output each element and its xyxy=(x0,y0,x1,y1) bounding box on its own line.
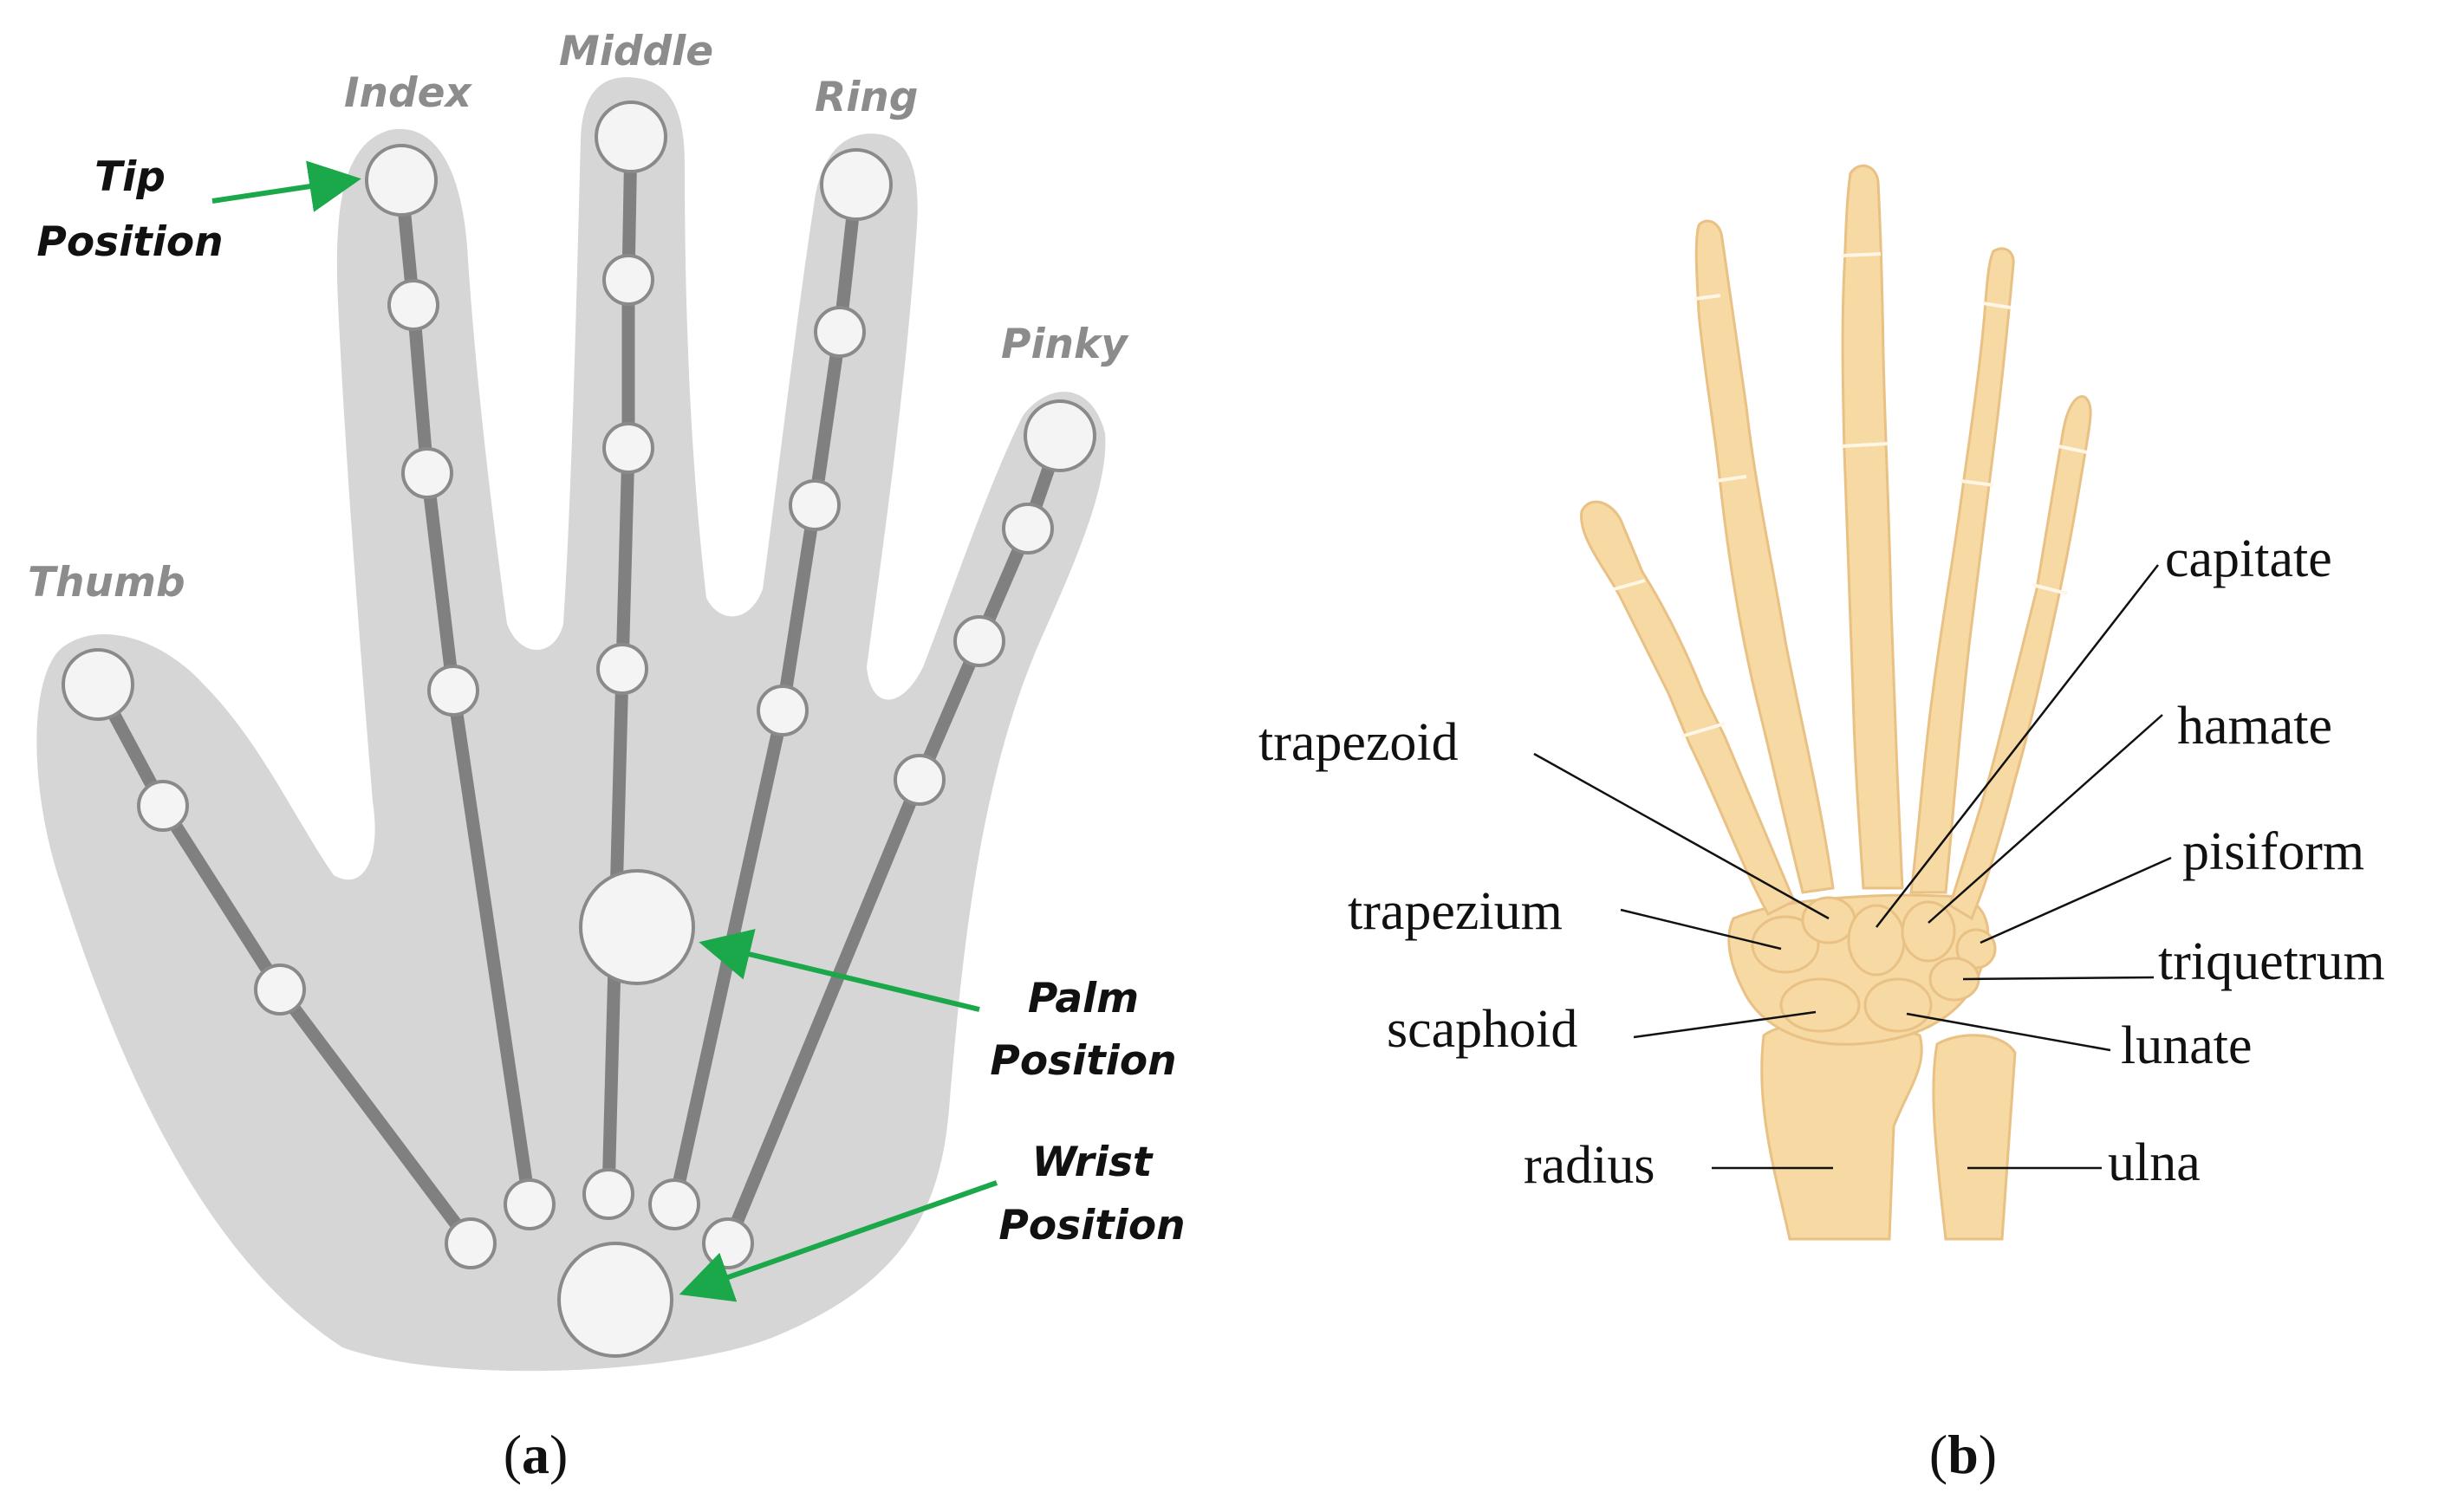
index-joint xyxy=(387,279,439,331)
lunate-label: lunate xyxy=(2121,1016,2253,1075)
hand-silhouette xyxy=(36,77,1106,1372)
radius-bone xyxy=(1760,1019,1923,1241)
hand-skeleton xyxy=(1580,164,2092,1241)
capitate-label: capitate xyxy=(2165,529,2332,588)
hamate-leader xyxy=(1928,714,2163,924)
finger-label-thumb: Thumb xyxy=(28,559,185,607)
thumb-bones xyxy=(91,678,478,1250)
index-tip-joint xyxy=(365,144,438,217)
thumb-joint xyxy=(445,1217,497,1269)
triquetrum-label: triquetrum xyxy=(2158,932,2385,991)
trapezium-bone xyxy=(1751,915,1820,974)
ring-joint xyxy=(648,1178,700,1230)
joints xyxy=(62,101,1096,1358)
palm-position-arrow xyxy=(699,929,980,1012)
thumb-joint xyxy=(254,964,306,1016)
tip-position-label: Position xyxy=(36,218,223,266)
leader-lines xyxy=(1533,564,2172,1170)
tip-position-arrow xyxy=(211,160,361,212)
panel-b-caption: (b) xyxy=(1929,1424,1997,1485)
trapezoid-leader xyxy=(1533,752,1830,920)
radius-label: radius xyxy=(1524,1136,1655,1195)
finger-label-pinky: Pinky xyxy=(1001,321,1129,368)
wrist-position-arrow xyxy=(679,1180,998,1302)
trapezoid-label: trapezoid xyxy=(1258,713,1459,772)
bone-labels: capitate hamate trapezoid pisiform trape… xyxy=(1258,529,2385,1195)
thumb-bones xyxy=(1580,500,1796,916)
trapezoid-bone xyxy=(1801,896,1856,944)
pisiform-leader xyxy=(1980,856,2172,944)
hamate-bone xyxy=(1901,900,1956,963)
palm-position-label: Palm xyxy=(1028,975,1139,1022)
lunate-leader xyxy=(1906,1012,2111,1052)
scaphoid-leader xyxy=(1633,1010,1817,1039)
middle-joint xyxy=(596,643,648,695)
pinky-tip-joint xyxy=(1024,399,1096,472)
ulna-bone xyxy=(1932,1034,2017,1241)
pinky-joint xyxy=(953,615,1005,667)
panel-a-caption: (a) xyxy=(504,1424,569,1485)
scaphoid-label: scaphoid xyxy=(1387,1000,1577,1059)
panel-a: Thumb Index Middle Ring Pinky Tip Positi… xyxy=(28,28,1186,1485)
wrist-position-label: Wrist xyxy=(1032,1139,1154,1186)
ulna-label: ulna xyxy=(2108,1133,2201,1192)
index-joint xyxy=(427,665,479,717)
index-joint xyxy=(504,1178,556,1230)
index-joint xyxy=(401,447,453,499)
callouts: Tip Position Palm Position Wrist Positio… xyxy=(36,153,1186,1302)
palm-position-label: Position xyxy=(990,1037,1176,1085)
joint-gaps xyxy=(1613,252,2088,738)
ring-joint xyxy=(789,479,841,531)
pisiform-label: pisiform xyxy=(2182,822,2364,881)
pinky-finger-bones xyxy=(1948,395,2092,921)
ring-joint xyxy=(814,306,866,358)
palm-position-joint xyxy=(579,869,695,985)
ring-tip-joint xyxy=(820,148,893,221)
finger-labels: Thumb Index Middle Ring Pinky xyxy=(28,28,1129,607)
middle-joint xyxy=(602,254,654,306)
trapezium-leader xyxy=(1620,908,1782,951)
finger-label-ring: Ring xyxy=(815,74,918,121)
middle-joint xyxy=(602,422,654,474)
tip-position-label: Tip xyxy=(94,153,166,201)
index-finger-bones xyxy=(1694,219,1835,894)
pinky-joint xyxy=(1002,503,1054,555)
thumb-tip-joint xyxy=(62,648,134,721)
ring-joint xyxy=(757,685,809,737)
middle-tip-joint xyxy=(595,101,667,173)
finger-label-index: Index xyxy=(344,69,472,117)
triquetrum-leader xyxy=(1962,976,2155,981)
finger-label-middle: Middle xyxy=(559,28,713,75)
ring-finger-bones xyxy=(1909,247,2015,894)
thumb-joint xyxy=(137,780,189,832)
hamate-label: hamate xyxy=(2177,697,2332,756)
middle-joint xyxy=(582,1168,634,1220)
middle-finger-bones xyxy=(1841,164,1904,890)
wrist-position-joint xyxy=(557,1242,673,1358)
capitate-bone xyxy=(1847,904,1906,977)
pinky-joint xyxy=(702,1217,754,1269)
capitate-leader xyxy=(1876,564,2159,928)
pinky-joint xyxy=(894,754,946,806)
scaphoid-bone xyxy=(1779,977,1861,1033)
lunate-bone xyxy=(1863,977,1933,1033)
panel-b: capitate hamate trapezoid pisiform trape… xyxy=(1258,164,2385,1485)
wrist-position-label: Position xyxy=(998,1202,1185,1249)
trapezium-label: trapezium xyxy=(1348,882,1563,941)
